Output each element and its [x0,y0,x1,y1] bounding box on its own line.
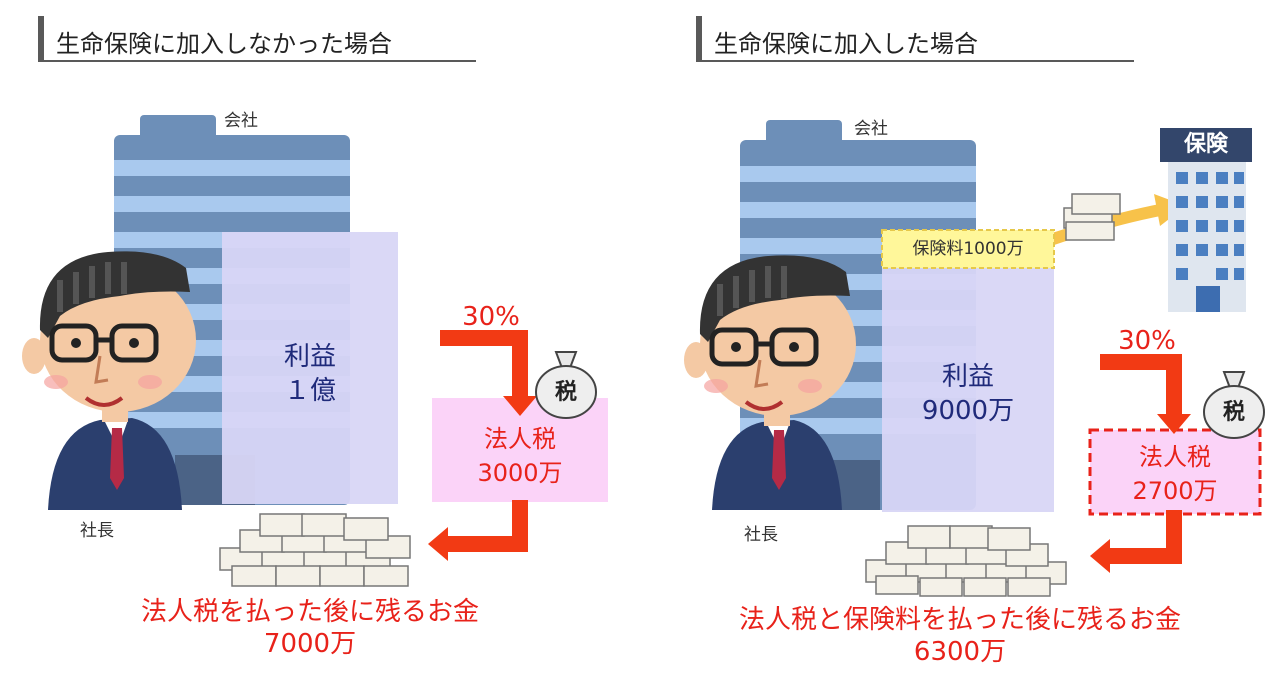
tax-rate-label: 30% [1118,326,1176,356]
tax-rate-label: 30% [462,302,520,332]
header-underline [38,60,476,62]
insurance-building-icon [1160,128,1252,312]
insurance-building-sign: 保険 [1183,132,1228,157]
right-panel: 生命保険に加入した場合 [640,0,1280,674]
money-stack-icon [865,525,1067,597]
company-label: 会社 [224,111,258,131]
right-illustration [684,120,1265,597]
money-stack-icon [219,513,411,587]
company-label: 会社 [854,119,888,139]
tax-bag-label: 税 [1222,400,1245,425]
profit-box [222,232,398,504]
president-icon [684,255,856,510]
remaining-value: 6300万 [913,637,1007,667]
tax-bag-icon [1203,371,1265,439]
premium-box [881,229,1055,269]
header-accent-bar [696,16,702,62]
tax-rate-arrow [440,330,537,416]
remaining-value: 7000万 [263,629,357,659]
tax-label: 法人税 [484,425,556,453]
tax-label: 法人税 [1139,443,1211,471]
tax-bag-icon [535,351,597,419]
premium-label: 保険料1000万 [912,239,1024,259]
remaining-arrow [1090,510,1182,573]
president-icon [22,251,196,510]
left-header-title: 生命保険に加入しなかった場合 [56,30,392,58]
remaining-caption: 法人税と保険料を払った後に残るお金 [738,605,1181,635]
right-section-header: 生命保険に加入した場合 [696,16,1134,62]
left-panel: 生命保険に加入しなかった場合 [22,16,608,659]
left-section-header: 生命保険に加入しなかった場合 [38,16,476,62]
profit-label: 利益 [283,342,336,372]
right-header-title: 生命保険に加入した場合 [714,30,978,58]
header-accent-bar [38,16,44,62]
left-illustration [22,115,608,587]
tax-value: 3000万 [477,459,563,487]
remaining-caption: 法人税を払った後に残るお金 [140,597,479,627]
profit-label: 利益 [941,362,994,392]
profit-value: 9000万 [921,396,1015,426]
tax-bag-label: 税 [554,380,577,405]
president-label: 社長 [744,525,778,545]
profit-value: １億 [283,376,336,406]
header-underline [696,60,1134,62]
remaining-arrow [428,500,528,561]
tax-value: 2700万 [1132,477,1218,505]
premium-money-icon [1063,193,1121,241]
profit-box [882,268,1054,512]
president-label: 社長 [80,521,114,541]
tax-rate-arrow [1100,354,1191,434]
